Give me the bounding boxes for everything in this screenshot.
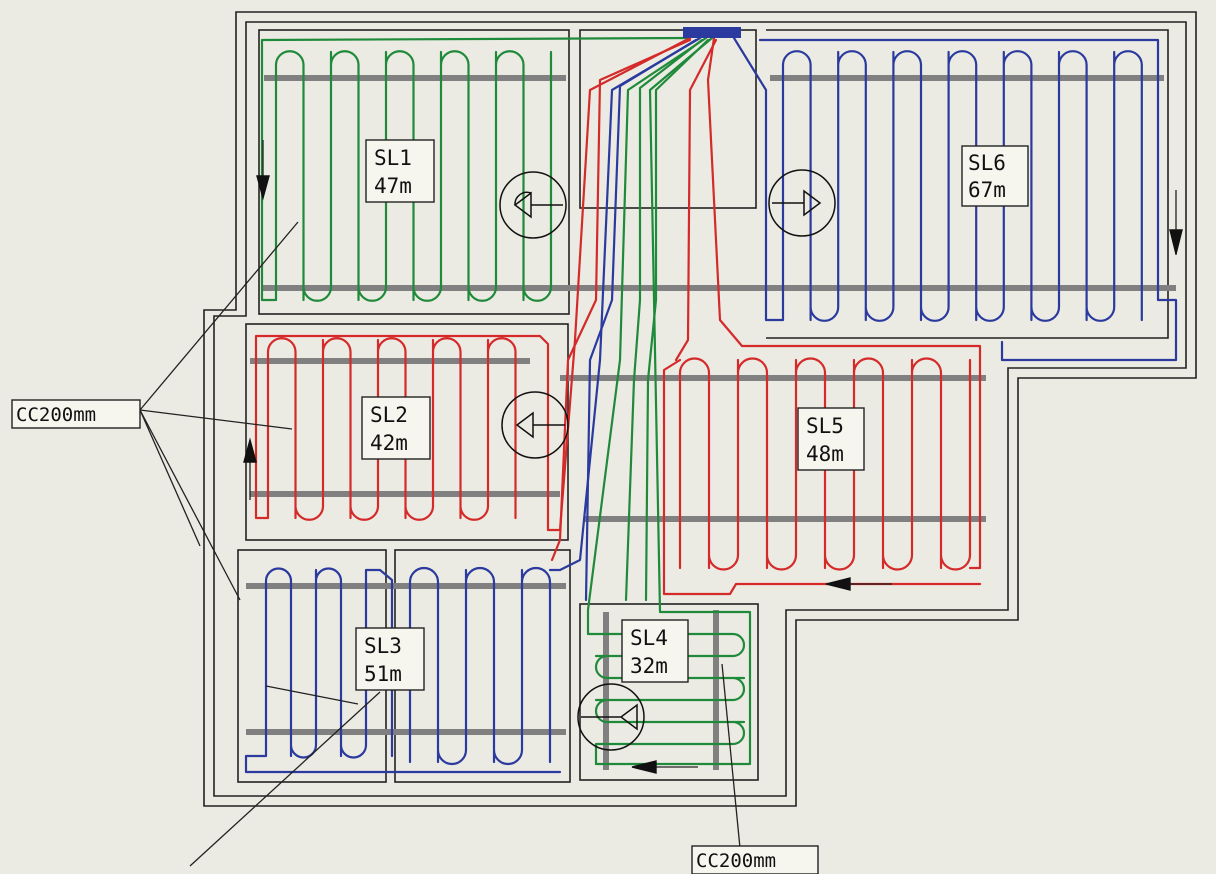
loop-length: 32m [630, 654, 668, 678]
supply-line-red [550, 38, 692, 562]
loop-label-sl2: SL2 42m [361, 396, 431, 460]
spacing-note-text: CC200mm [696, 850, 776, 872]
manifold [683, 27, 741, 38]
loop-name: SL1 [374, 146, 412, 170]
loop-label-sl5: SL5 48m [797, 407, 865, 471]
thermostat-symbol-sl2 [501, 391, 569, 459]
outer-wall [203, 11, 1197, 807]
spacing-note-bottom: CC200mm [691, 845, 819, 874]
room-sl4-outline [579, 603, 759, 781]
room-sl6-outline [766, 29, 1169, 339]
loop-name: SL5 [806, 414, 844, 438]
pipe-loop-sl1 [260, 36, 692, 302]
loop-name: SL6 [968, 151, 1006, 175]
loop-name: SL4 [630, 626, 668, 650]
note-leaders [139, 221, 741, 867]
loop-length: 67m [968, 178, 1006, 202]
inner-wall [213, 21, 1187, 797]
pipe-loop-sl3 [244, 36, 702, 774]
thermostat-symbol-sl6 [768, 169, 836, 237]
supply-line-green-2 [644, 38, 710, 602]
manifold-room-outline [579, 29, 757, 209]
supply-line-blue [584, 38, 698, 602]
pipe-loop-sl5 [662, 36, 982, 596]
supply-line-red-2 [674, 38, 718, 362]
loop-label-sl1: SL1 47m [365, 139, 435, 203]
loop-length: 51m [364, 662, 402, 686]
loop-name: SL3 [364, 634, 402, 658]
loop-length: 42m [370, 431, 408, 455]
loop-label-sl4: SL4 32m [621, 619, 689, 683]
loop-length: 47m [374, 174, 412, 198]
flow-arrows [243, 140, 1183, 774]
supply-line-green [624, 38, 704, 602]
thermostat-symbol-sl4 [577, 683, 645, 751]
loop-name: SL2 [370, 403, 408, 427]
thermostat-symbol-sl1 [499, 171, 567, 239]
loop-label-sl6: SL6 67m [961, 145, 1029, 207]
pipe-loop-sl4 [586, 36, 752, 766]
pipe-loop-sl6 [732, 36, 1178, 362]
heating-pipes [244, 36, 1178, 774]
loop-length: 48m [806, 442, 844, 466]
pipe-loop-sl2 [254, 36, 692, 532]
room-sl1-outline [258, 29, 570, 315]
spacing-note-text: CC200mm [16, 404, 96, 426]
spacing-note-left: CC200mm [11, 399, 141, 429]
loop-label-sl3: SL3 51m [355, 627, 425, 691]
